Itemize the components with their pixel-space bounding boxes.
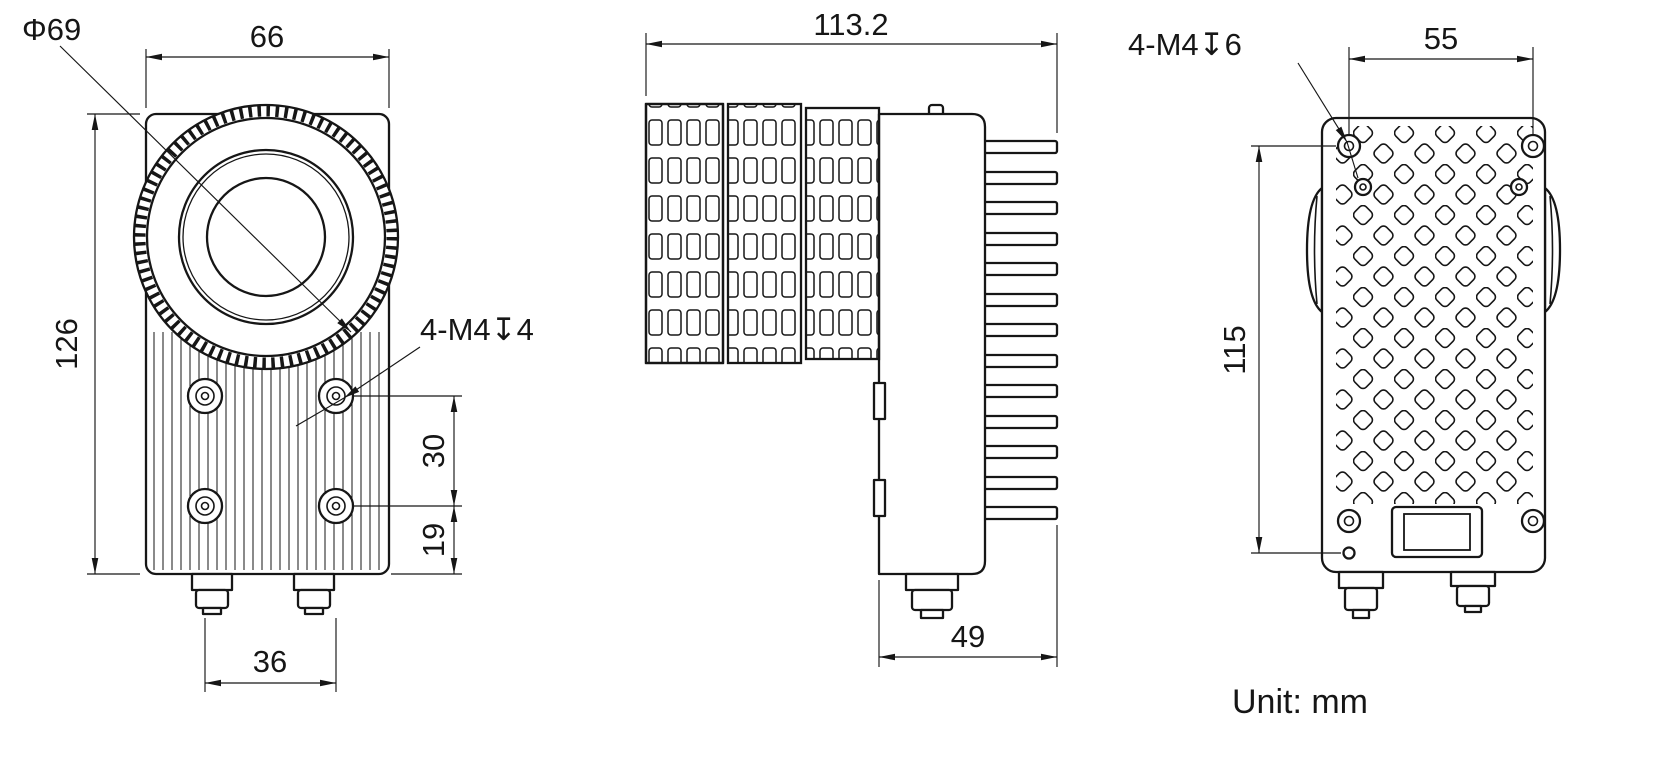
back-bottom-plate <box>1390 505 1484 559</box>
back-connector-right <box>1449 570 1497 614</box>
lens-ring-3 <box>804 106 881 361</box>
back-dimensions: 55 4-M4↧6 115 <box>1128 21 1534 554</box>
side-slot-lower <box>872 478 887 518</box>
unit-label: Unit: mm <box>1232 683 1368 721</box>
front-screw-hole-bottom-left <box>186 487 224 525</box>
dim-front-hole-offset: 19 <box>416 523 451 557</box>
dim-front-thread: 4-M4↧4 <box>420 312 534 347</box>
front-screw-hole-bottom-right <box>317 487 355 525</box>
lens-knurl-ring <box>134 105 398 369</box>
back-screw-bottom-right <box>1520 508 1546 534</box>
side-view: 113.2 49 <box>644 7 1059 667</box>
lens-ring-2 <box>726 102 803 365</box>
side-connector <box>904 572 960 620</box>
front-dimensions: 66 126 Φ69 4-M4↧4 30 19 36 <box>22 12 534 692</box>
dim-front-connector-spacing: 36 <box>253 644 287 679</box>
dim-side-length: 113.2 <box>813 7 888 42</box>
side-body-outline <box>877 112 987 576</box>
dim-front-lens-diameter: Φ69 <box>22 12 81 47</box>
front-connector-left <box>190 572 234 616</box>
back-pin-hole <box>1342 546 1356 560</box>
lens-glass <box>205 176 327 298</box>
dim-front-width: 66 <box>250 19 284 54</box>
dim-back-thread: 4-M4↧6 <box>1128 27 1242 62</box>
side-lens-barrel <box>644 102 881 365</box>
front-view: 66 126 Φ69 4-M4↧4 30 19 36 <box>22 12 534 692</box>
side-slot-upper <box>872 381 887 421</box>
front-screw-hole-top-left <box>186 377 224 415</box>
back-screw-top-left <box>1336 133 1362 159</box>
back-screw-top-right <box>1520 133 1546 159</box>
back-view: 55 4-M4↧6 115 <box>1128 21 1562 620</box>
leader-lens-diameter <box>59 45 352 333</box>
back-connector-left <box>1337 570 1385 620</box>
back-screw-inner-left <box>1353 177 1373 197</box>
front-lens <box>132 103 400 371</box>
side-dimensions: 113.2 49 <box>645 7 1058 667</box>
leader-front-thread <box>343 346 421 399</box>
dim-back-width: 55 <box>1424 21 1458 56</box>
front-body-ribs <box>153 332 380 570</box>
dim-back-height: 115 <box>1217 325 1252 374</box>
dim-front-height: 126 <box>49 318 84 370</box>
dim-front-hole-spacing: 30 <box>416 434 451 468</box>
front-connector-right <box>292 572 336 616</box>
leader-back-thread <box>1297 62 1348 143</box>
back-screw-inner-right <box>1509 177 1529 197</box>
heatsink-fins <box>981 139 1059 521</box>
back-screw-bottom-left <box>1336 508 1362 534</box>
dim-side-depth: 49 <box>951 619 985 654</box>
lens-ring-1 <box>644 102 725 365</box>
